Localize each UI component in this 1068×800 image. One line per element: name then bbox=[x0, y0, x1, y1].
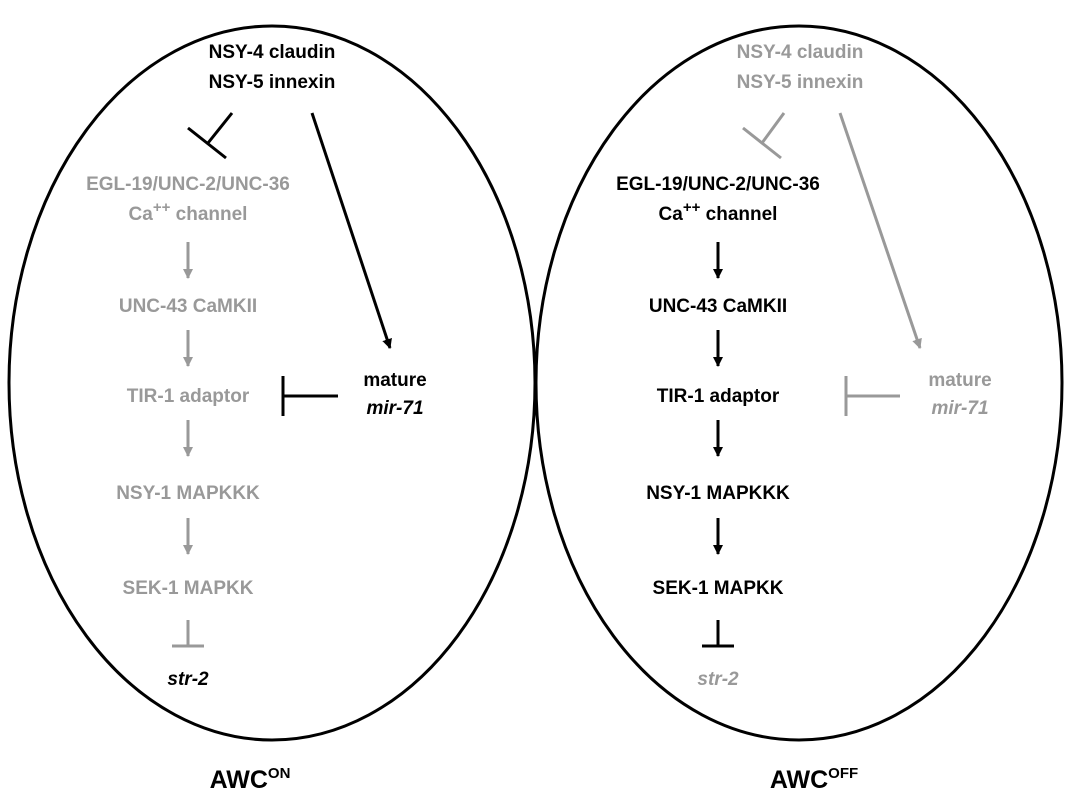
cell-outline bbox=[7, 24, 537, 742]
edge-inhib-top bbox=[187, 112, 234, 160]
panel-awc-off: NSY-4 claudin NSY-5 innexin EGL-19/UNC-2… bbox=[534, 24, 1064, 794]
node-mature: mature bbox=[928, 370, 991, 391]
node-tir1: TIR-1 adaptor bbox=[127, 386, 250, 407]
node-mir71: mir-71 bbox=[366, 398, 423, 419]
edge-inhib-top bbox=[742, 112, 786, 160]
node-nsy5: NSY-5 innexin bbox=[737, 72, 864, 93]
edge-inhib-bottom bbox=[702, 620, 734, 648]
node-sek1: SEK-1 MAPKK bbox=[653, 578, 784, 599]
edge-inhib-mir71 bbox=[844, 376, 900, 416]
cell-outline bbox=[534, 24, 1064, 742]
edge-inhib-mir71 bbox=[281, 376, 338, 416]
node-str2: str-2 bbox=[167, 669, 209, 690]
caption-awc-on: AWCON bbox=[210, 765, 291, 794]
node-nsy1: NSY-1 MAPKKK bbox=[116, 483, 260, 504]
node-mir71: mir-71 bbox=[931, 398, 988, 419]
edge-arrow-mir71 bbox=[838, 112, 922, 349]
node-nsy4: NSY-4 claudin bbox=[737, 42, 864, 63]
node-nsy5: NSY-5 innexin bbox=[209, 72, 336, 93]
node-unc43: UNC-43 CaMKII bbox=[119, 296, 257, 317]
node-sek1: SEK-1 MAPKK bbox=[123, 578, 254, 599]
node-egl19: EGL-19/UNC-2/UNC-36 bbox=[616, 174, 820, 195]
node-tir1: TIR-1 adaptor bbox=[657, 386, 780, 407]
node-unc43: UNC-43 CaMKII bbox=[649, 296, 787, 317]
caption-awc-off: AWCOFF bbox=[770, 765, 858, 794]
node-mature: mature bbox=[363, 370, 426, 391]
node-nsy4: NSY-4 claudin bbox=[209, 42, 336, 63]
edge-arrow-mir71 bbox=[310, 112, 392, 349]
node-nsy1: NSY-1 MAPKKK bbox=[646, 483, 790, 504]
node-ca-channel: Ca++ channel bbox=[659, 199, 778, 225]
node-egl19: EGL-19/UNC-2/UNC-36 bbox=[86, 174, 290, 195]
panel-awc-on: NSY-4 claudin NSY-5 innexin EGL-19/UNC-2… bbox=[7, 24, 537, 794]
node-str2: str-2 bbox=[697, 669, 739, 690]
edge-inhib-bottom bbox=[172, 620, 204, 648]
node-ca-channel: Ca++ channel bbox=[129, 199, 248, 225]
